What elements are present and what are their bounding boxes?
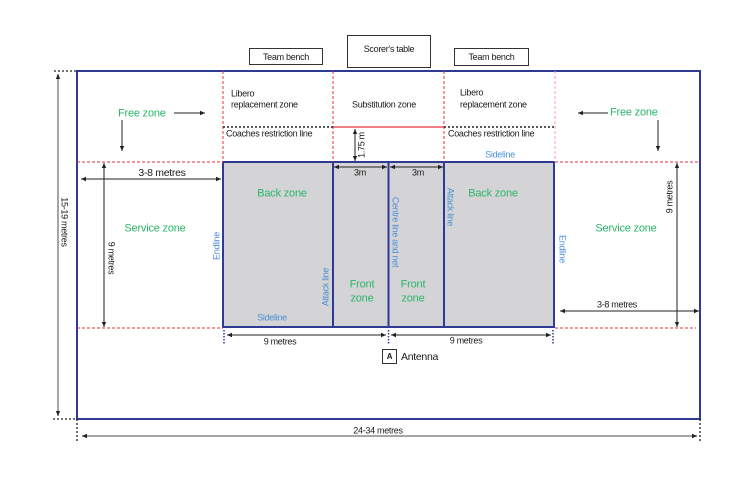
antenna-label: Antenna bbox=[401, 350, 439, 363]
coaches-restriction-label-right: Coaches restriction line bbox=[448, 128, 535, 139]
sideline-label-top: Sideline bbox=[485, 149, 515, 160]
court-width-label-left: 9 metres bbox=[106, 241, 117, 275]
libero-zone-left-line1: Libero bbox=[231, 88, 255, 99]
libero-zone-left-line2: replacement zone bbox=[231, 99, 298, 110]
centre-line-label: Centre line and net bbox=[390, 196, 401, 268]
front-zone-width-label-left: 3m bbox=[354, 167, 366, 178]
front-zone-width-label-right: 3m bbox=[412, 167, 424, 178]
total-width-label: 24-34 metres bbox=[353, 425, 403, 436]
front-zone-left-line1: Front bbox=[349, 278, 375, 291]
substitution-zone-label: Substitution zone bbox=[352, 99, 416, 110]
free-zone-label-left: Free zone bbox=[118, 107, 166, 120]
court-width-label-right: 9 metres bbox=[664, 180, 675, 214]
coaches-restriction-label-left: Coaches restriction line bbox=[226, 128, 313, 139]
back-zone-label-right: Back zone bbox=[468, 187, 518, 200]
service-depth-label-left: 3-8 metres bbox=[138, 166, 186, 179]
coaches-offset-label: 1.75 m bbox=[356, 132, 367, 158]
half-length-label-right: 9 metres bbox=[449, 335, 483, 346]
total-height-label: 15-19 metres bbox=[59, 197, 70, 247]
attack-line-label-right: Attack line bbox=[445, 187, 456, 227]
front-zone-right-line2: zone bbox=[401, 292, 425, 305]
endline-label-right: Endline bbox=[557, 235, 568, 263]
team-bench-left: Team bench bbox=[249, 48, 323, 65]
service-zone-label-right: Service zone bbox=[595, 222, 657, 235]
sideline-label-bottom: Sideline bbox=[257, 312, 287, 323]
half-length-label-left: 9 metres bbox=[263, 336, 297, 347]
team-bench-right: Team bench bbox=[454, 48, 529, 66]
free-zone-label-right: Free zone bbox=[610, 106, 658, 119]
front-zone-right-line1: Front bbox=[400, 278, 426, 291]
scorers-table: Scorer's table bbox=[347, 35, 431, 68]
outer-boundary bbox=[76, 70, 701, 420]
court-length-extensions bbox=[223, 330, 554, 345]
antenna-icon: A bbox=[382, 349, 397, 364]
service-zone-label-left: Service zone bbox=[124, 222, 186, 235]
zone-boundaries bbox=[77, 71, 700, 329]
front-zone-left-line2: zone bbox=[350, 292, 374, 305]
endline-label-left: Endline bbox=[211, 232, 222, 260]
service-depth-label-right: 3-8 metres bbox=[596, 299, 638, 310]
libero-zone-right-line1: Libero bbox=[460, 87, 484, 98]
back-zone-label-left: Back zone bbox=[257, 187, 307, 200]
attack-line-label-left: Attack line bbox=[320, 267, 331, 307]
libero-zone-right-line2: replacement zone bbox=[460, 99, 527, 110]
